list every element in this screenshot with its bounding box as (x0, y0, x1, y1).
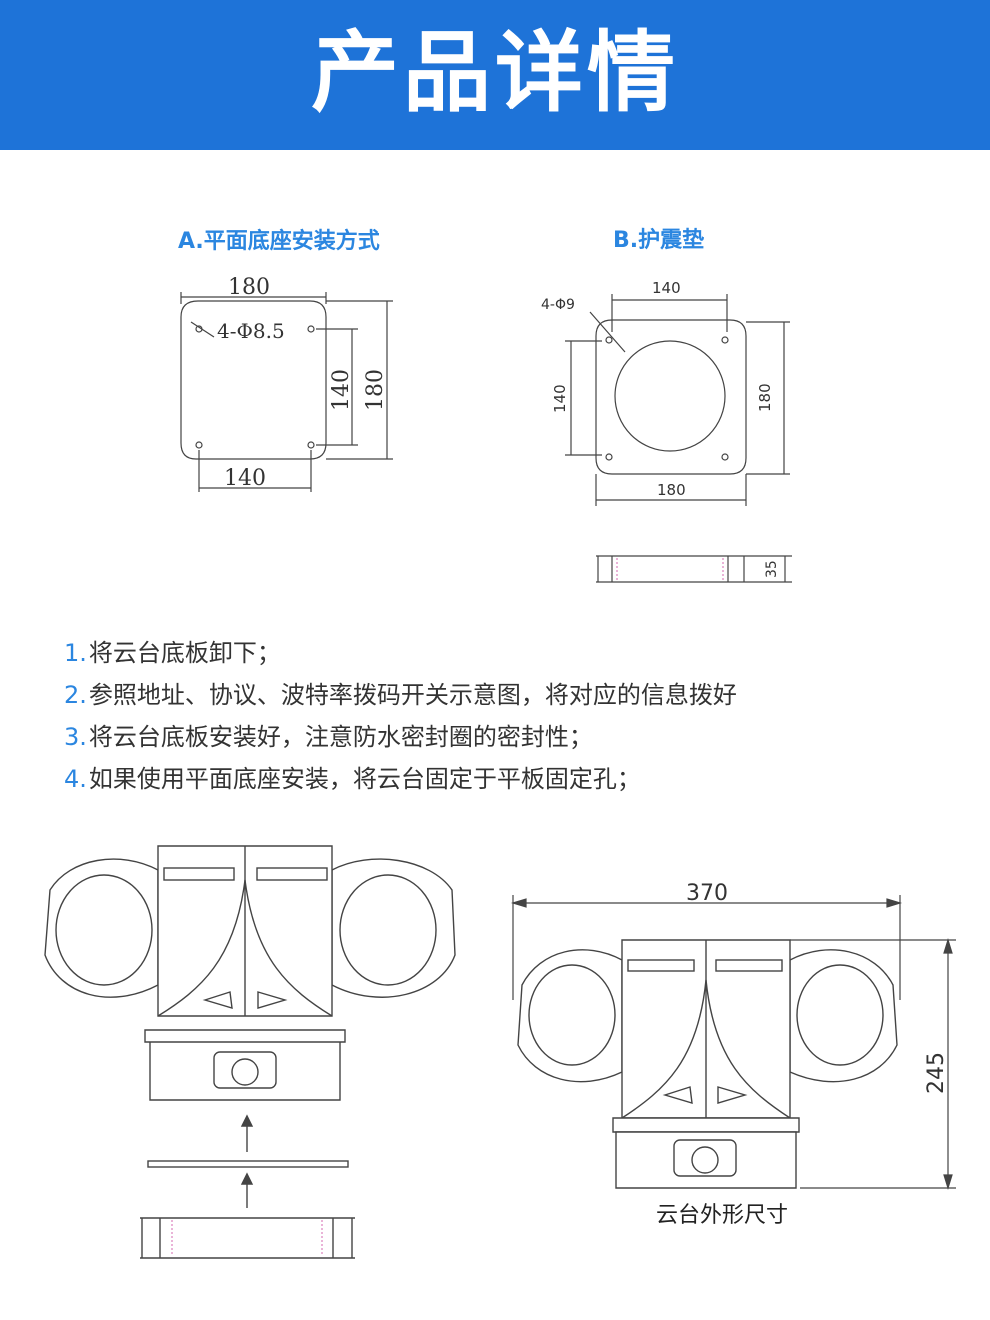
dim-width: 370 (686, 881, 728, 906)
dim-b-hole: 4-Φ9 (541, 297, 575, 313)
dim-a-top: 180 (228, 275, 270, 300)
dim-a-inner: 140 (329, 369, 354, 411)
dim-height: 245 (924, 1052, 949, 1094)
dim-b-left: 140 (551, 384, 569, 413)
dim-b-top: 140 (652, 279, 681, 297)
left-camera-shield (44, 858, 159, 998)
base-plate-outline (180, 300, 327, 460)
mount-hole (195, 441, 203, 449)
section-a-title: A.平面底座安装方式 (178, 229, 380, 254)
ptz-camera-exploded-view (44, 845, 456, 1259)
step-item: 3.将云台底板安装好，注意防水密封圈的密封性； (64, 723, 593, 751)
dim-a-outer: 180 (363, 369, 388, 411)
damping-pad-diagram (565, 294, 792, 583)
exploded-damping-pad (140, 1217, 355, 1259)
exploded-base-plate (147, 1160, 349, 1168)
install-steps: 1.将云台底板卸下； 2.参照地址、协议、波特率拨码开关示意图，将对应的信息拨好… (64, 634, 924, 802)
dim-a-hole: 4-Φ8.5 (217, 319, 285, 343)
step-item: 2.参照地址、协议、波特率拨码开关示意图，将对应的信息拨好 (64, 681, 737, 709)
dim-b-height: 35 (764, 560, 780, 578)
dimension-caption: 云台外形尺寸 (656, 1203, 789, 1228)
damping-pad-center-hole (614, 340, 726, 452)
dim-b-right: 180 (756, 383, 774, 412)
damping-pad-profile (596, 555, 746, 583)
mount-hole (307, 441, 315, 449)
mount-hole (307, 325, 315, 333)
right-camera-shield (331, 858, 456, 998)
damping-pad-outline (595, 319, 747, 475)
step-item: 1.将云台底板卸下； (64, 639, 281, 667)
ptz-body (157, 845, 333, 1017)
assembly-arrows (240, 1114, 254, 1208)
mount-hole (195, 325, 203, 333)
dim-a-bottom: 140 (224, 466, 266, 491)
dim-b-bottom: 180 (657, 481, 686, 499)
page-title: 产品详情 (310, 21, 679, 124)
section-b-title: B.护震垫 (613, 228, 705, 253)
header-banner: 产品详情 (0, 0, 990, 150)
ptz-camera-dimension-view (517, 939, 898, 1189)
step-item: 4.如果使用平面底座安装，将云台固定于平板固定孔； (64, 765, 641, 793)
ptz-base (149, 1037, 341, 1101)
